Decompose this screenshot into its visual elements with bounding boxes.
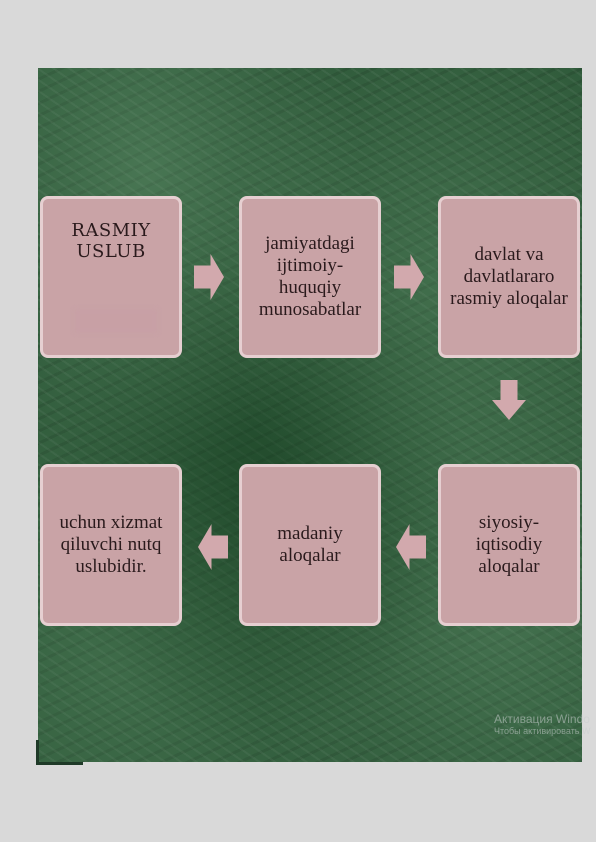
arrow-left-icon [198, 524, 228, 570]
slide-corner-mark [36, 740, 83, 765]
node-box: davlat va davlatlararo rasmiy aloqalar [438, 196, 580, 358]
activation-line-1: Активация Windo [494, 712, 590, 726]
diagram-slide: RASMIY USLUB jamiyatdagi ijtimoiy-huquqi… [38, 68, 582, 762]
node-text: davlat va davlatlararo rasmiy aloqalar [450, 244, 568, 309]
title-box-text: RASMIY USLUB [71, 220, 151, 262]
node-text: uchun xizmat qiluvchi nutq uslubidir. [59, 512, 163, 577]
node-text: siyosiy-iqtisodiy aloqalar [475, 512, 543, 577]
node-box: uchun xizmat qiluvchi nutq uslubidir. [40, 464, 182, 626]
arrow-right-icon [194, 254, 224, 300]
node-text: jamiyatdagi ijtimoiy-huquqiy munosabatla… [258, 233, 362, 320]
node-box: jamiyatdagi ijtimoiy-huquqiy munosabatla… [239, 196, 381, 358]
node-box: siyosiy-iqtisodiy aloqalar [438, 464, 580, 626]
arrow-right-icon [394, 254, 424, 300]
node-text: madaniy aloqalar [277, 523, 343, 566]
arrow-left-icon [396, 524, 426, 570]
windows-activation-watermark: Активация Windo Чтобы активировать W [494, 712, 594, 736]
activation-line-2: Чтобы активировать W [494, 726, 591, 736]
node-box: madaniy aloqalar [239, 464, 381, 626]
title-smudge [75, 309, 157, 333]
title-box: RASMIY USLUB [40, 196, 182, 358]
arrow-down-icon [492, 380, 526, 420]
